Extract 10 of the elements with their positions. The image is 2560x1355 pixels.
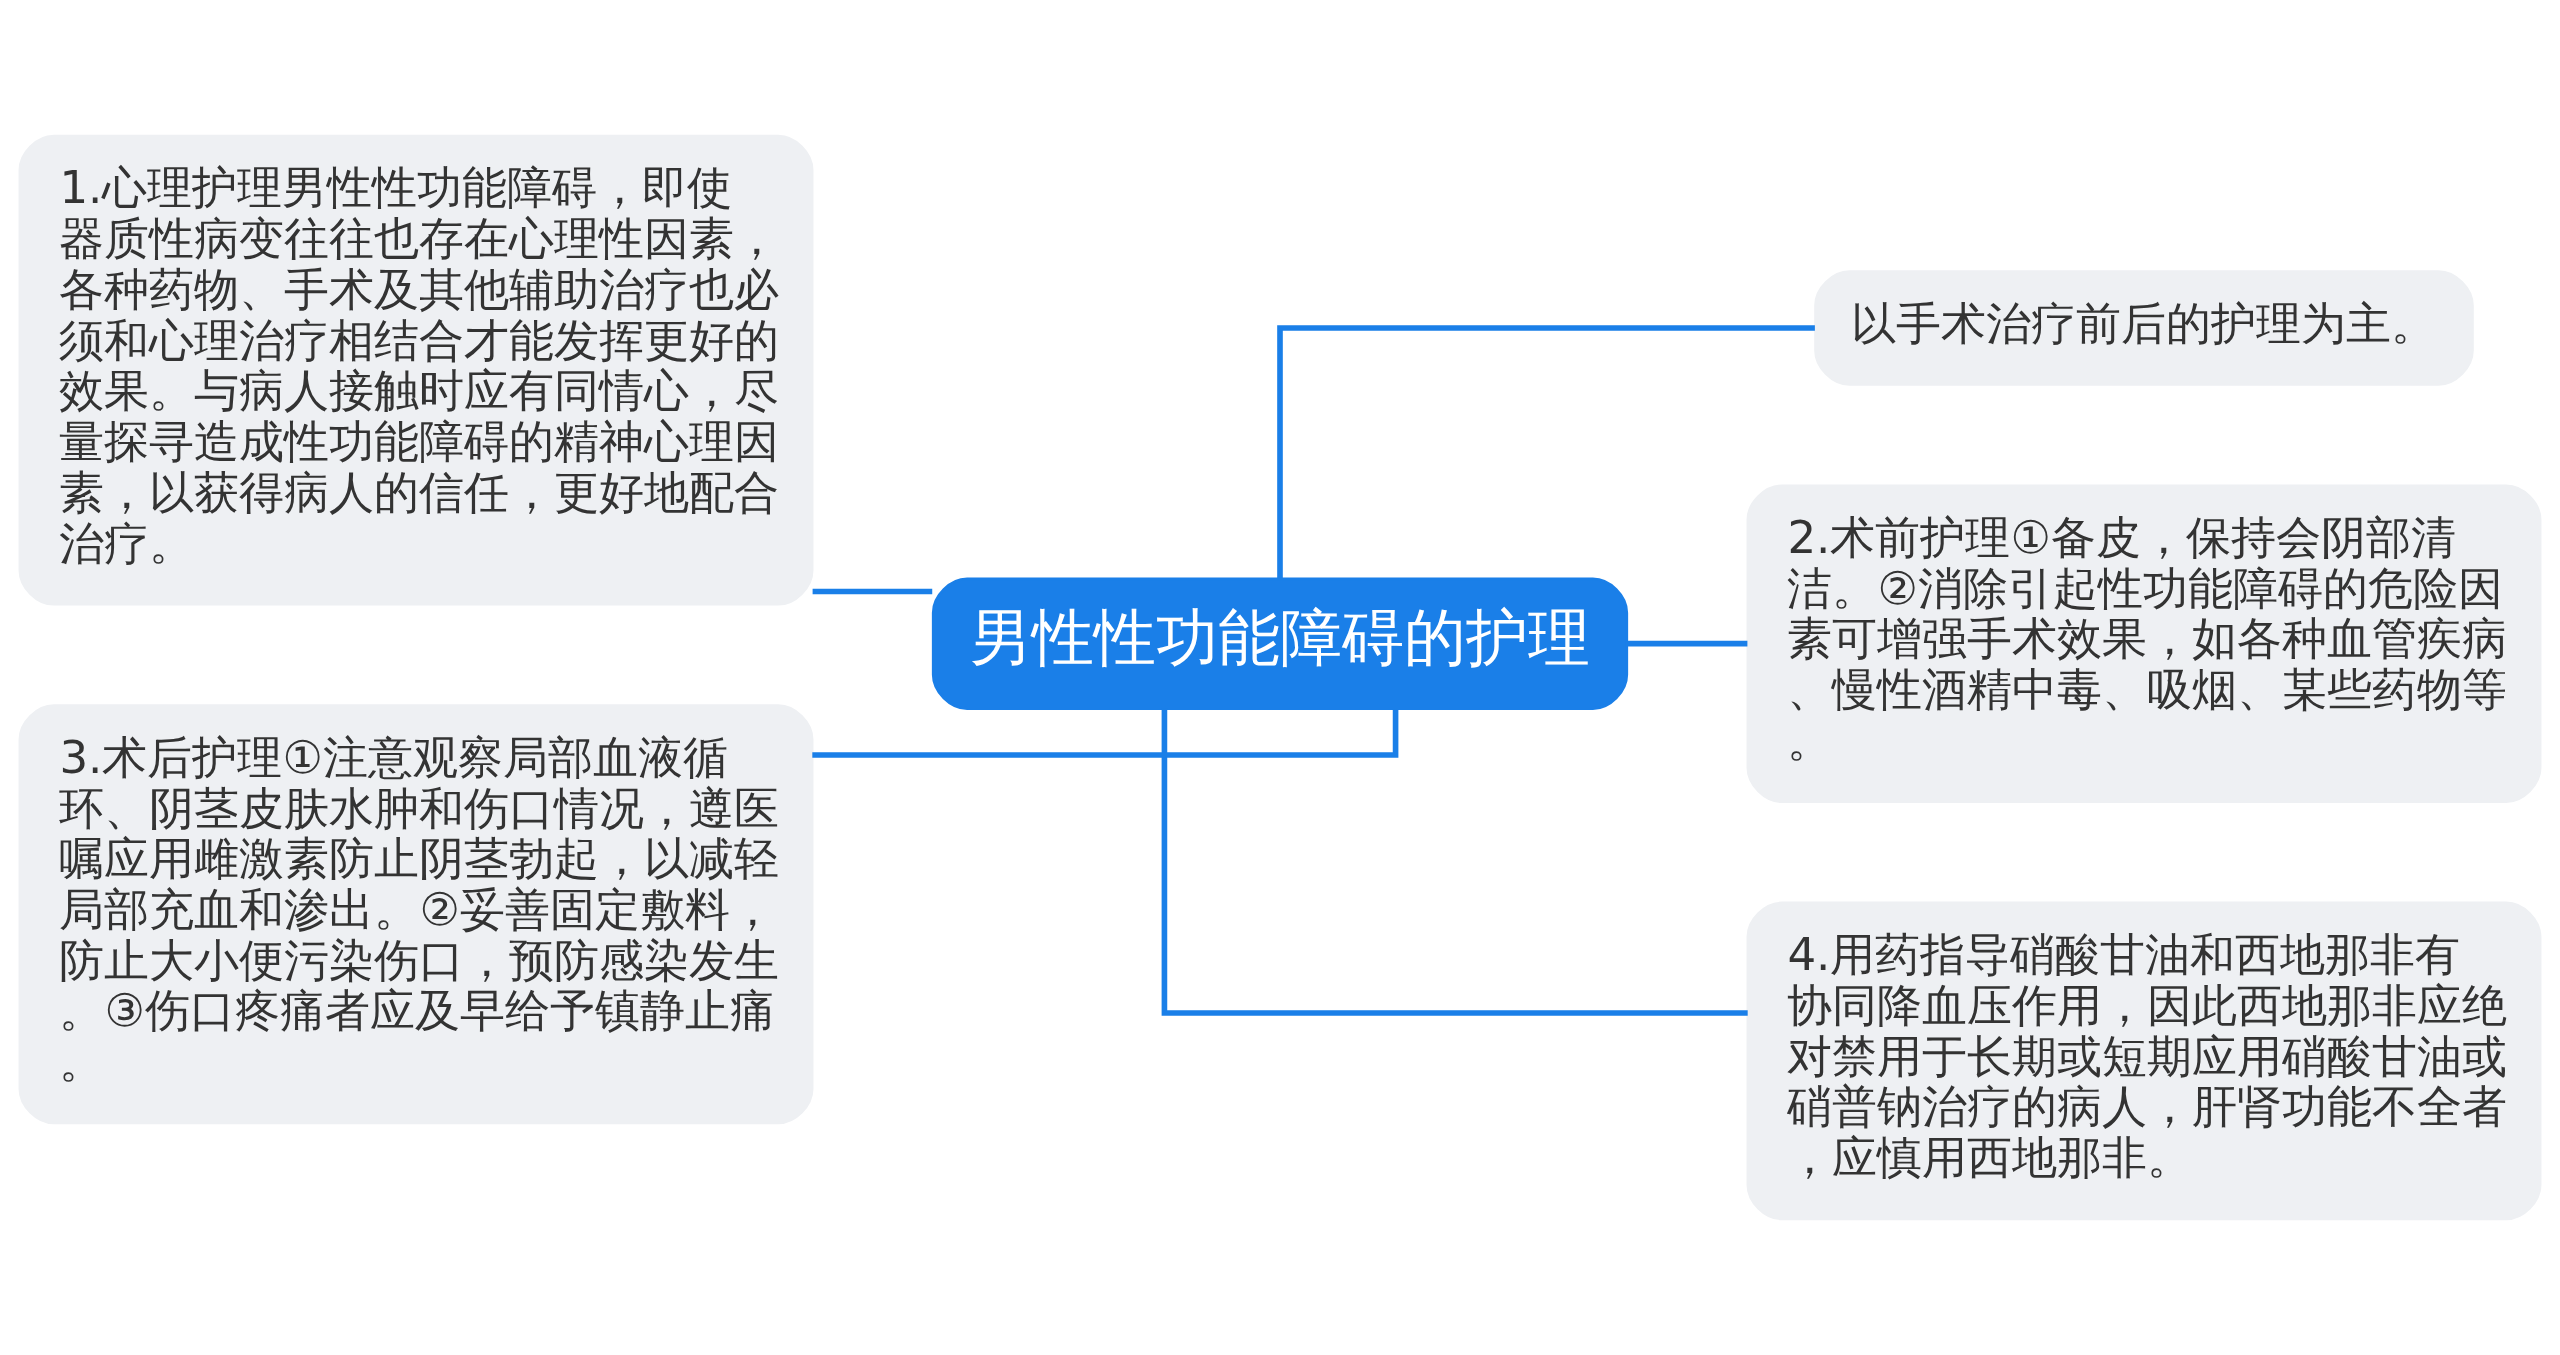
connector: [1277, 325, 1815, 579]
node-box: 3.术后护理①注意观察局部血液循环、阴茎皮肤水肿和伤口情况，遵医嘱应用雌激素防止阴茎勃起，以减轻局部充血和渗出。②妥善固定敷料，防止大小便污染伤口，预防感染发生。③伤口疼痛者应及早给予镇静止痛。: [18, 704, 814, 1125]
node-box: 4.用药指导硝酸甘油和西地那非有协同降血压作用，因此西地那非应绝对禁用于长期或短期应用硝酸甘油或硝普钠治疗的病人，肝肾功能不全者，应慎用西地那非。: [1746, 901, 2542, 1221]
node-box: 2.术前护理①备皮，保持会阴部清洁。②消除引起性功能障碍的危险因素可增强手术效果，如各种血管疾病、慢性酒精中毒、吸烟、某些药物等。: [1746, 484, 2542, 803]
connector: [1627, 640, 1748, 647]
node-box: 1.心理护理男性性功能障碍，即使器质性病变往往也存在心理性因素，各种药物、手术及其他辅助治疗也必须和心理治疗相结合才能发挥更好的效果。与病人接触时应有同情心，尽量探寻造成性功能障碍的精神心理因素，以获得病人的信任，更好地配合治疗。: [18, 134, 814, 606]
connector: [1161, 708, 1748, 1016]
node-box: 以手术治疗前后的护理为主。: [1814, 270, 2474, 386]
node-box: 男性性功能障碍的护理: [931, 577, 1629, 710]
connector: [812, 588, 933, 595]
